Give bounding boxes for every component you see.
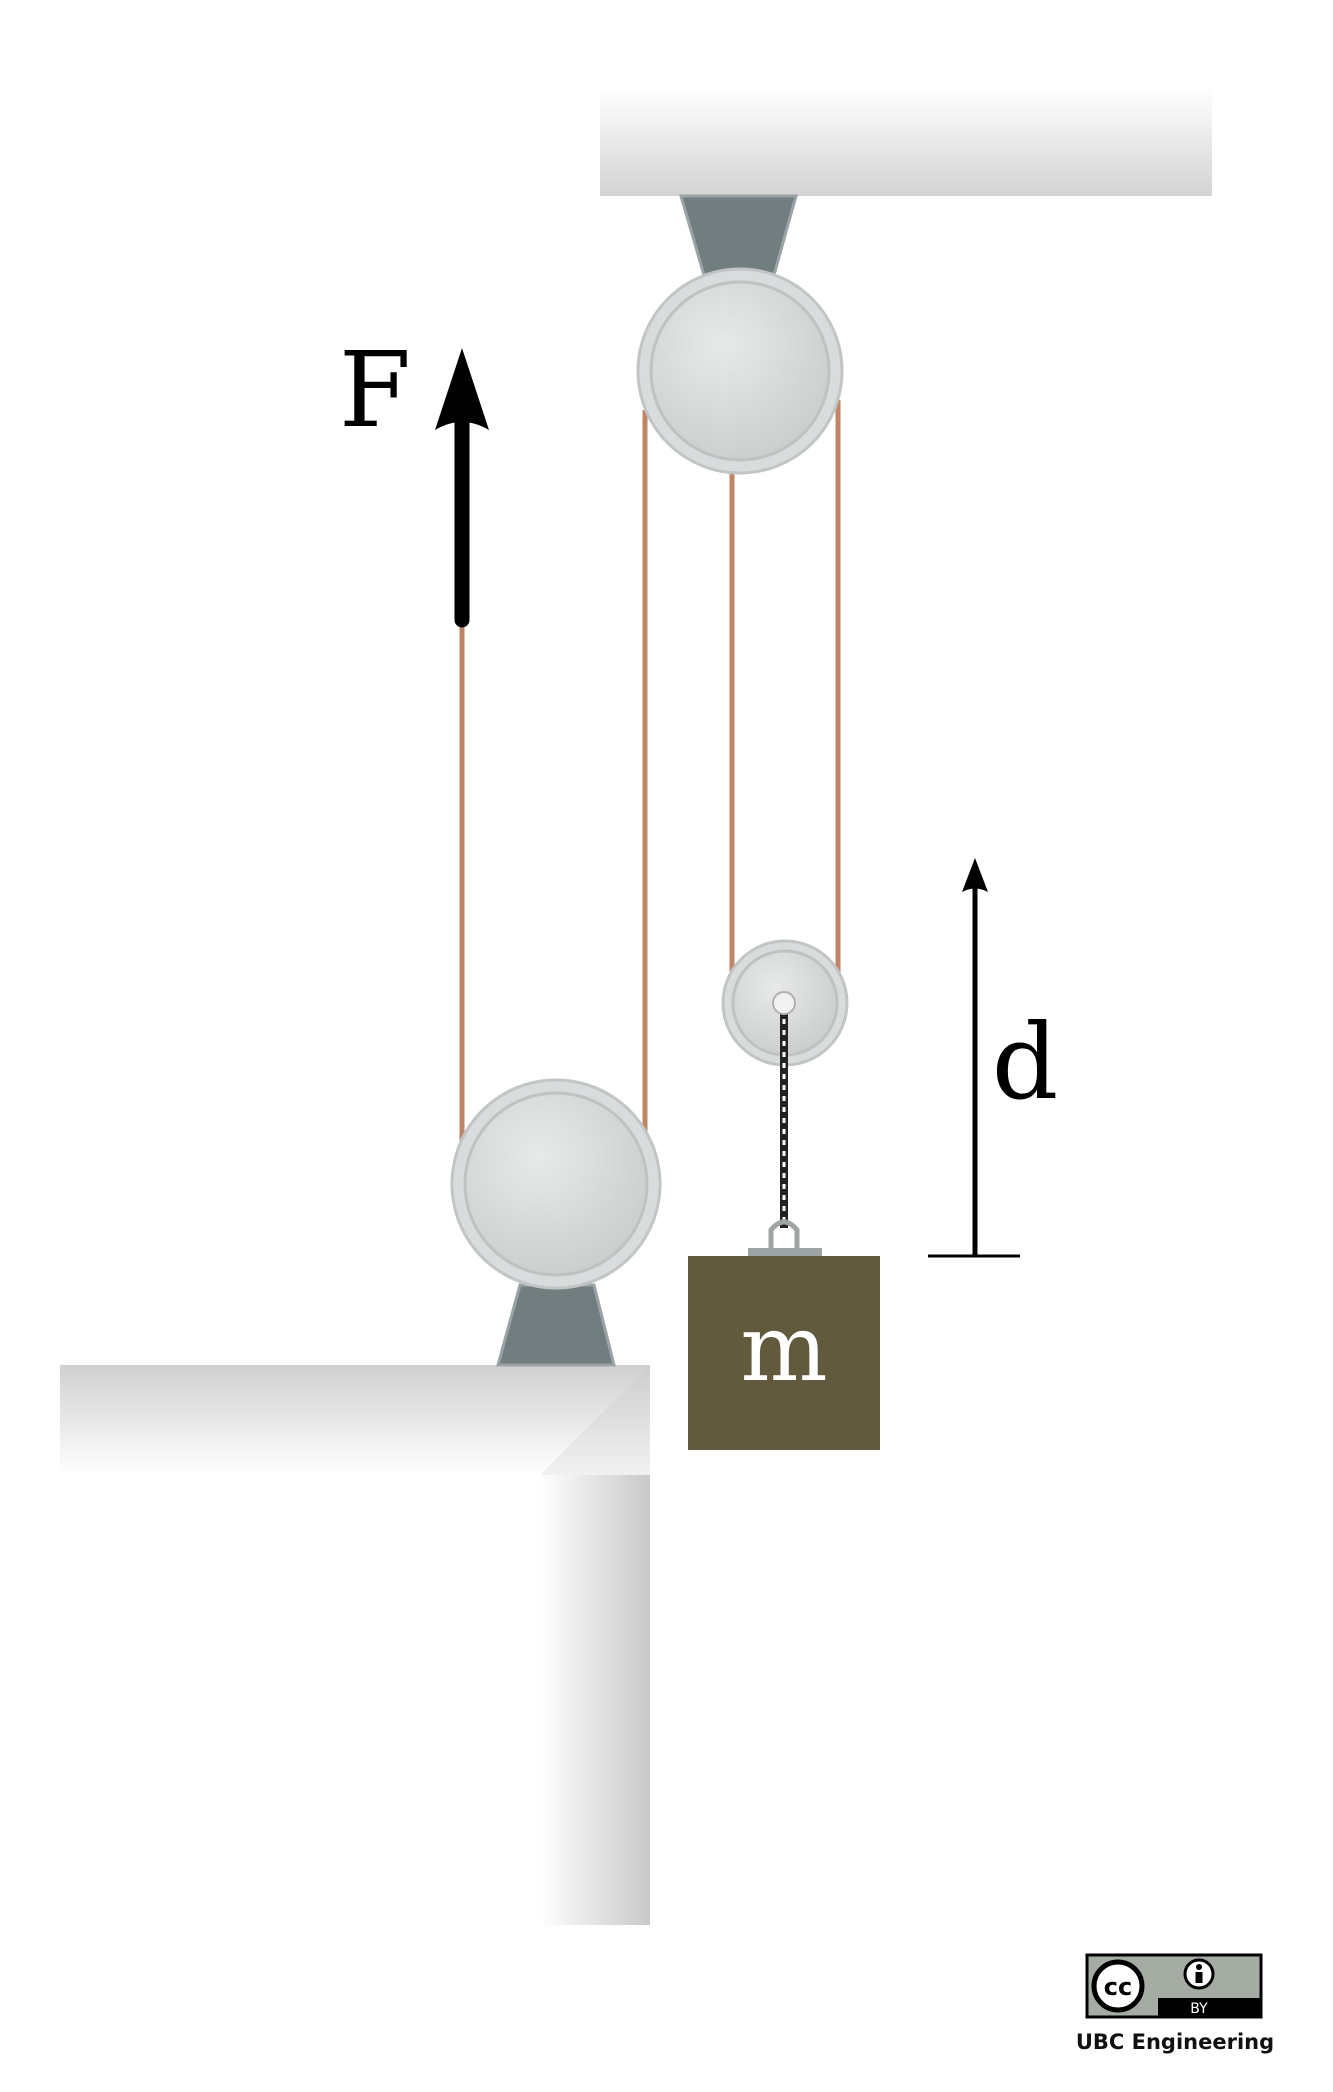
rope <box>459 400 841 1155</box>
mass-block <box>688 1256 880 1450</box>
by-label: BY <box>1190 2001 1208 2017</box>
ledge-pulley-mount <box>496 1283 616 1367</box>
ledge-pulley <box>450 1078 662 1290</box>
by-person-icon <box>1183 1958 1215 1990</box>
cc-by-license-badge: cc BY <box>1085 1953 1263 2019</box>
ceiling <box>600 88 1212 196</box>
mass-label: m <box>740 1295 827 1402</box>
displacement-arrow <box>928 858 1020 1258</box>
table-ledge <box>60 1365 650 1925</box>
mass-hook <box>748 1219 822 1256</box>
force-label: F <box>339 329 411 451</box>
cc-icon: cc <box>1104 1973 1132 2001</box>
force-arrow <box>435 348 489 628</box>
chain <box>772 991 796 1228</box>
credit-text: UBC Engineering <box>1076 2030 1274 2054</box>
displacement-label: d <box>992 1001 1059 1123</box>
top-pulley <box>636 267 844 475</box>
